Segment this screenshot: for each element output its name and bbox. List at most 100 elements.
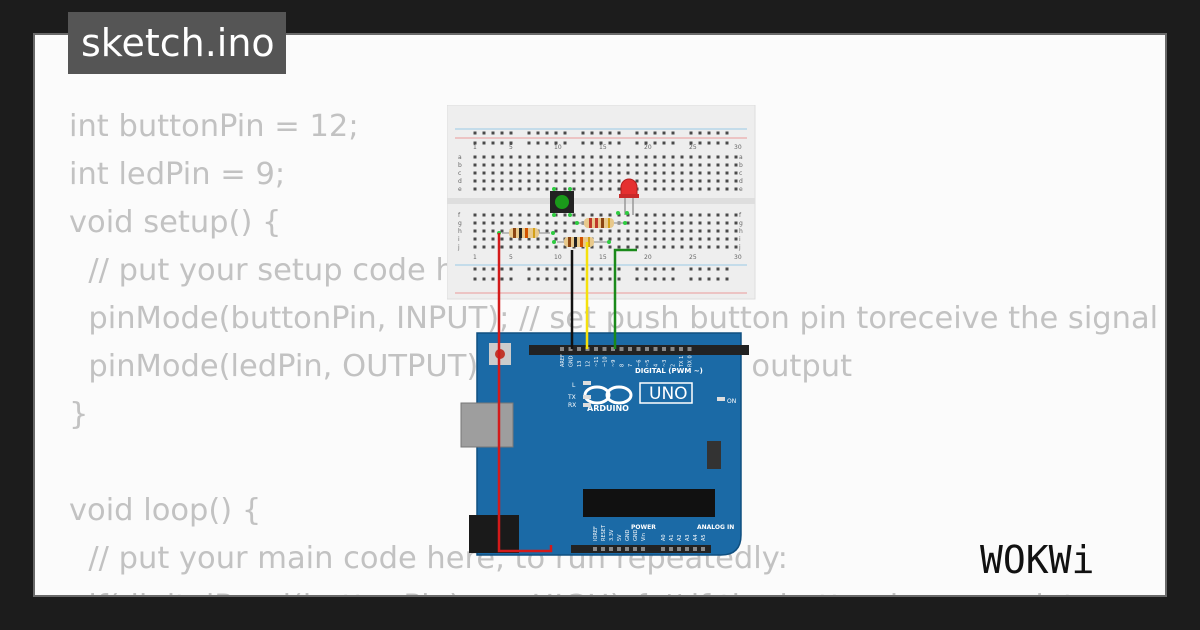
wires [497, 233, 637, 553]
row-letter: d [458, 178, 462, 185]
rx-label: RX [568, 402, 576, 409]
row-letter: a [458, 154, 462, 161]
row-letter: g [739, 220, 743, 227]
file-name-tab[interactable]: sketch.ino [68, 12, 286, 74]
pin-label: A0 [661, 534, 667, 541]
header-pin[interactable] [679, 347, 683, 351]
header-pin[interactable] [593, 547, 597, 551]
row-letter: j [738, 244, 741, 251]
header-pin[interactable] [685, 547, 689, 551]
row-letter: e [739, 186, 743, 193]
pin-label: GND [569, 355, 575, 367]
pin-label: 5V [617, 534, 623, 541]
header-pin[interactable] [609, 547, 613, 551]
column-number: 1 [473, 254, 477, 261]
pin-label: 12 [586, 361, 592, 367]
header-pin[interactable] [602, 347, 607, 351]
header-pin[interactable] [594, 347, 598, 351]
header-pin[interactable] [687, 347, 692, 351]
power-wire [497, 233, 553, 553]
row-letter: f [739, 212, 742, 219]
header-pin[interactable] [645, 347, 649, 351]
pin-label: Vin [641, 533, 647, 541]
row-letter: c [458, 170, 461, 177]
row-letter: f [458, 212, 461, 219]
code-line: int buttonPin = 12; [69, 109, 359, 144]
header-pin[interactable] [662, 347, 666, 351]
pin-label: IOREF [593, 526, 599, 541]
led-signal-wire [613, 248, 637, 349]
logo-text: WOKWi [980, 538, 1094, 582]
code-line: if(digitalRead(buttonPin) == HIGH) { // … [69, 583, 1165, 595]
header-pin[interactable] [670, 347, 675, 351]
header-pin[interactable] [636, 347, 641, 351]
column-number: 10 [554, 254, 562, 261]
arduino-model: UNO [649, 384, 688, 404]
pin-label: ~5 [645, 360, 651, 367]
header-pin[interactable] [661, 547, 665, 551]
pin-label: A3 [685, 534, 691, 541]
header-pin[interactable] [653, 347, 658, 351]
pin-label: ~10 [603, 356, 609, 367]
pin-label: A1 [669, 534, 675, 541]
header-pin[interactable] [619, 347, 624, 351]
header-pin[interactable] [677, 547, 681, 551]
pin-label: ~9 [611, 360, 617, 367]
pin-label: RESET [601, 524, 607, 541]
column-number: 30 [734, 254, 742, 261]
header-pin[interactable] [701, 547, 705, 551]
preview-card: int buttonPin = 12; int ledPin = 9; void s… [33, 33, 1167, 597]
arduino-brand: ARDUINO [587, 404, 629, 413]
header-pin[interactable] [625, 547, 629, 551]
column-number: 20 [644, 254, 652, 261]
pin-label: 2 [671, 364, 677, 367]
microcontroller-chip [583, 489, 715, 517]
pin-label: AREF [560, 354, 566, 367]
pin-label: 3.3V [609, 529, 615, 541]
row-letter: h [458, 228, 462, 235]
pin-label: TX 1 [679, 356, 685, 368]
row-letter: i [739, 236, 741, 243]
header-pin[interactable] [611, 347, 615, 351]
header-pin[interactable] [669, 547, 673, 551]
pin-label: 4 [654, 364, 660, 367]
code-line: int ledPin = 9; [69, 157, 286, 192]
push-button[interactable] [550, 191, 574, 213]
red-led[interactable] [619, 178, 639, 215]
analog-label: ANALOG IN [697, 524, 734, 531]
header-pin[interactable] [601, 547, 605, 551]
code-line: void setup() { [69, 205, 282, 240]
header-pin[interactable] [628, 347, 632, 351]
l-label: L [572, 382, 576, 389]
header-pin[interactable] [568, 347, 573, 351]
tx-label: TX [567, 394, 576, 401]
code-line: } [69, 397, 89, 432]
header-pin[interactable] [577, 347, 581, 351]
row-letter: d [739, 178, 743, 185]
row-letter: b [458, 162, 462, 169]
header-pin[interactable] [693, 547, 697, 551]
pin-label: 8 [620, 364, 626, 367]
header-pin[interactable] [560, 347, 564, 351]
row-letter: c [739, 170, 742, 177]
connection-dots [497, 187, 629, 244]
header-pin[interactable] [617, 547, 621, 551]
pin-label: A5 [701, 534, 707, 541]
resistor-button [502, 228, 550, 238]
usb-port [460, 402, 514, 448]
header-pin[interactable] [641, 547, 645, 551]
row-letter: b [739, 162, 743, 169]
row-letter: h [739, 228, 743, 235]
power-label: POWER [631, 524, 656, 531]
column-number: 15 [599, 144, 607, 151]
header-pin[interactable] [633, 547, 637, 551]
column-number: 10 [554, 144, 562, 151]
on-label: ON [727, 398, 736, 405]
pin-label: ~6 [637, 360, 643, 367]
